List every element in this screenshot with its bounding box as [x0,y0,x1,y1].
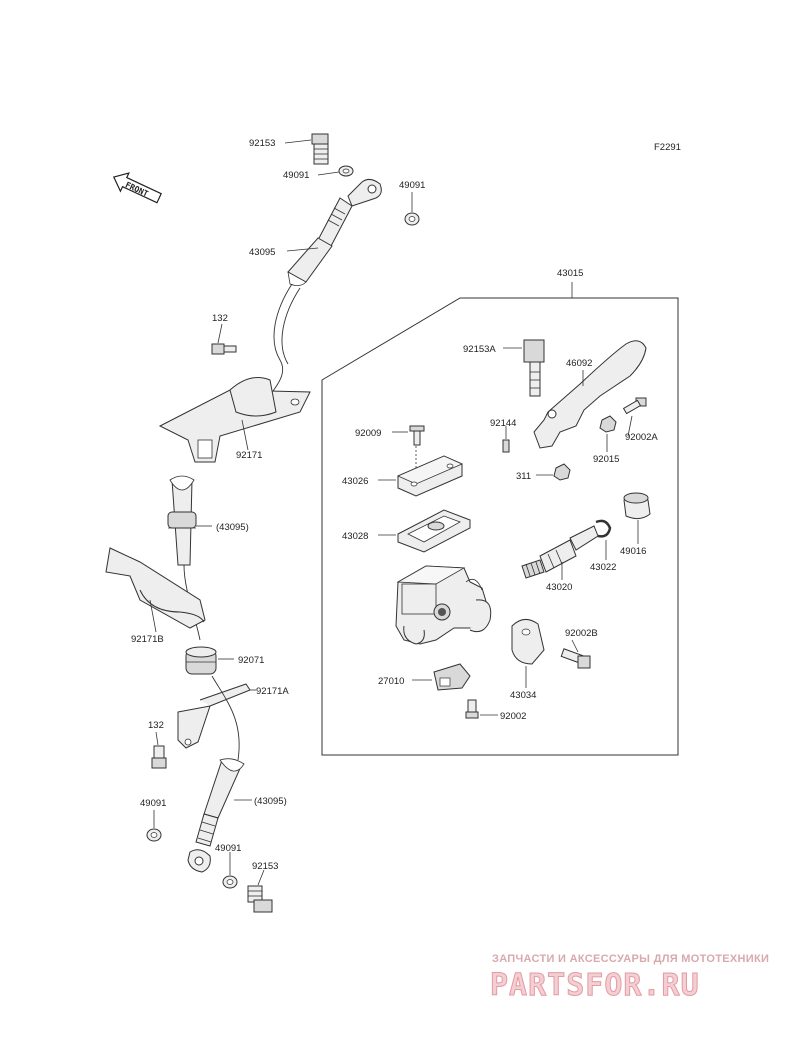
front-arrow-icon: FRONT [112,172,162,204]
label-49091-c: 49091 [140,798,166,809]
label-43095-bottom: (43095) [254,796,287,807]
label-43020: 43020 [546,582,572,593]
screw-92009 [409,425,425,446]
label-92153-bottom: 92153 [252,861,278,872]
screw-92002a [622,397,647,415]
clamp-92171b [105,547,206,629]
clamp-43034 [511,619,545,665]
label-43022: 43022 [590,562,616,573]
label-92153a: 92153A [463,344,496,355]
circlip-43022 [595,519,612,538]
bolt-132-bottom [151,745,167,769]
screw-92002 [465,699,479,719]
nut-311 [553,463,571,481]
label-92171: 92171 [236,450,262,461]
label-311: 311 [516,471,531,482]
label-92071: 92071 [238,655,264,666]
watermark-logo: PARTSFOR.RU [490,968,700,1003]
label-43034: 43034 [510,690,536,701]
label-92153-top: 92153 [249,138,275,149]
label-92002b: 92002B [565,628,598,639]
nut-92015 [599,415,617,433]
bracket-92171a [177,683,251,749]
label-43015: 43015 [557,268,583,279]
brake-switch-27010 [433,663,471,691]
bolt-132-top [211,343,237,355]
label-43026: 43026 [342,476,368,487]
spring-pin-92144 [502,439,510,453]
master-cylinder-group-box: 43015 [321,268,679,756]
pivot-bolt-92153a [523,339,545,397]
watermark-tagline: ЗАПЧАСТИ И АКСЕССУАРЫ ДЛЯ МОТОТЕХНИКИ [492,953,769,965]
label-92171b: 92171B [131,634,164,645]
banjo-bolt-92153-bottom [247,885,273,913]
master-cylinder-body [395,565,492,645]
brake-hose-43095-top [287,178,382,286]
label-43028: 43028 [342,531,368,542]
label-49016: 49016 [620,546,646,557]
piston-kit-43020 [521,525,599,579]
label-49091-a: 49091 [283,170,309,181]
label-92009: 92009 [355,428,381,439]
bolt-92002b [560,648,591,669]
label-132-top: 132 [212,313,228,324]
banjo-bolt-92153-top [311,133,329,165]
diagram-id: F2291 [654,142,681,153]
label-27010: 27010 [378,676,404,687]
diaphragm-43028 [397,509,471,553]
label-43095-top: 43095 [249,247,275,258]
label-92144: 92144 [490,418,516,429]
brake-hose-43095-bottom [187,758,245,873]
label-92171a: 92171A [256,686,289,697]
label-46092: 46092 [566,358,592,369]
label-92015: 92015 [593,454,619,465]
brake-lever-46092 [533,340,647,449]
label-49091-d: 49091 [215,843,241,854]
label-43095-mid: (43095) [216,522,249,533]
bracket-92171 [158,377,311,463]
reservoir-cap-43026 [397,455,463,497]
label-92002: 92002 [500,711,526,722]
grommet-92071 [185,646,217,675]
dust-boot-49016 [623,492,651,520]
label-132-bottom: 132 [148,720,164,731]
label-49091-b: 49091 [399,180,425,191]
label-92002a: 92002A [625,432,658,443]
brake-hose-43095-mid [167,475,197,566]
